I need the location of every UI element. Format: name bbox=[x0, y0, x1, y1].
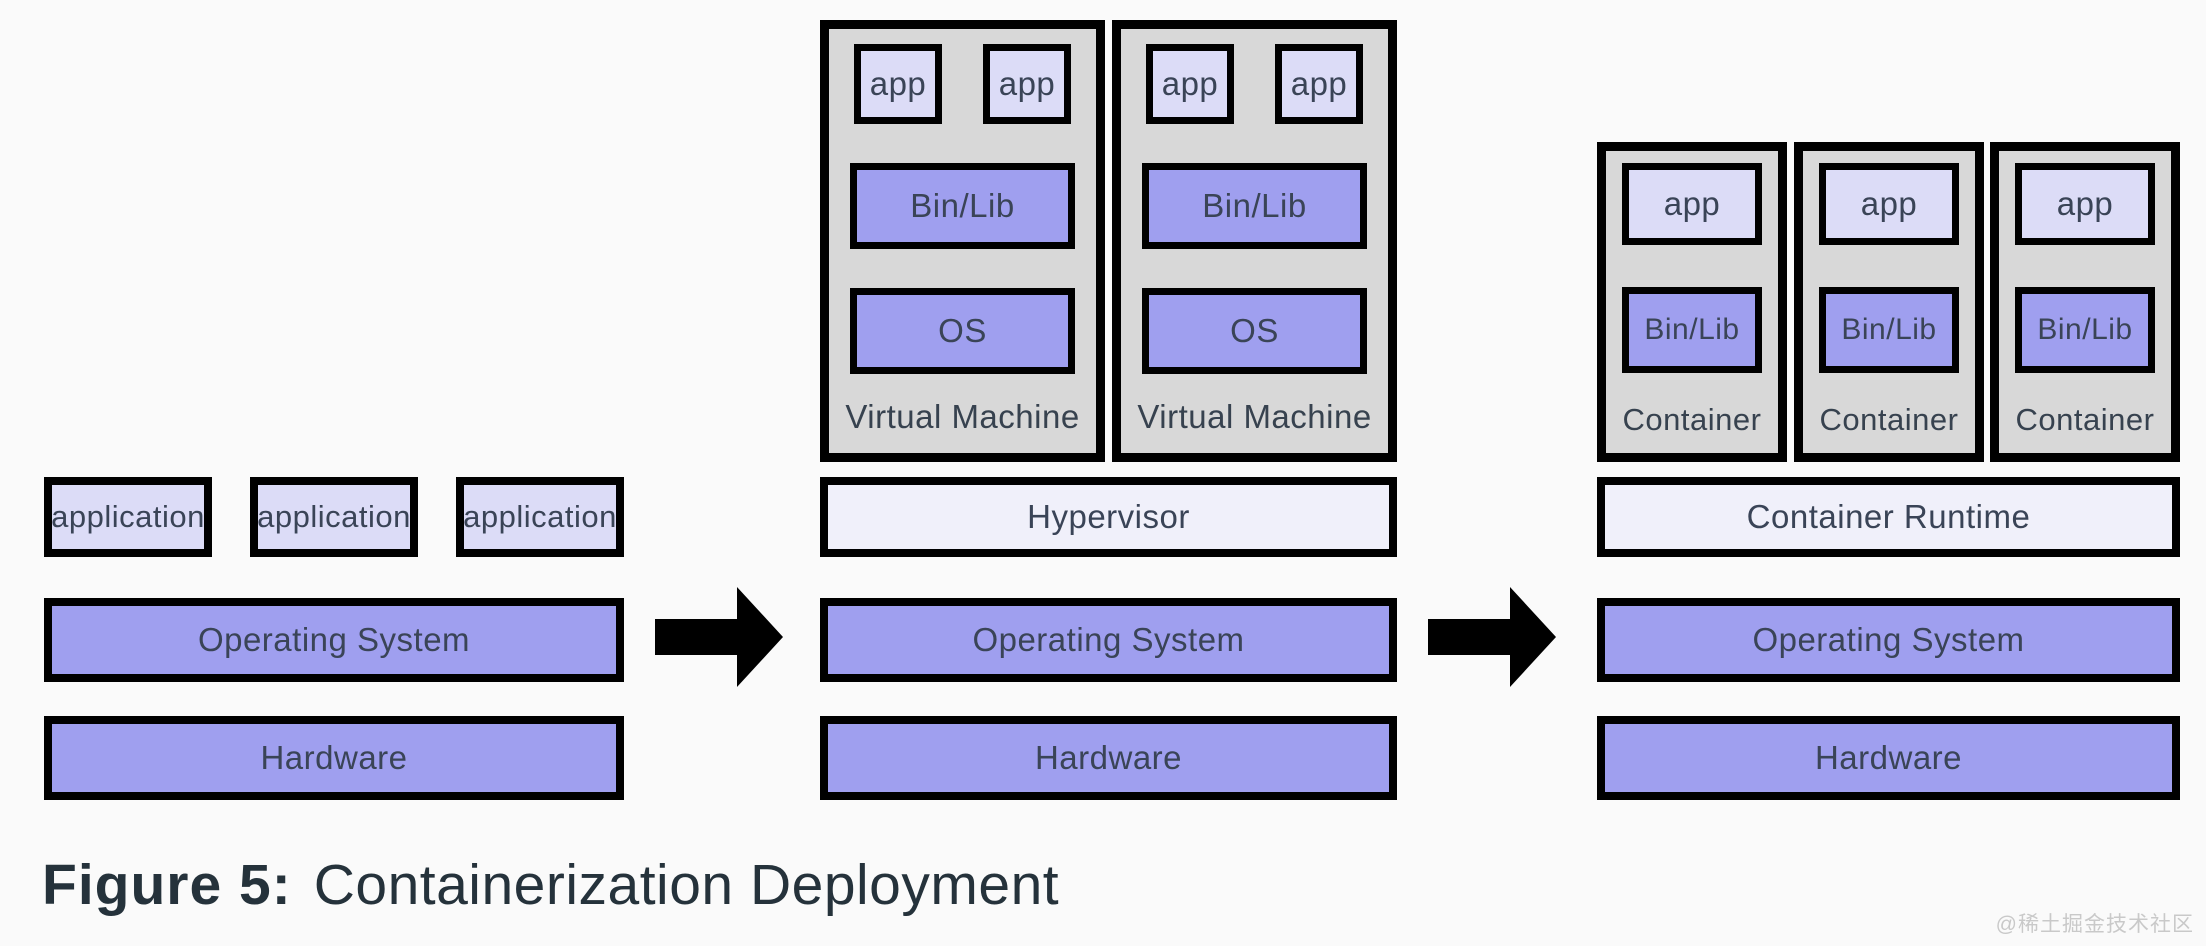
figure-caption-label: Figure 5: bbox=[42, 853, 292, 917]
hardware-bar: Hardware bbox=[44, 716, 624, 800]
binlib-box: Bin/Lib bbox=[850, 163, 1075, 249]
guest-os-box: OS bbox=[850, 288, 1075, 374]
application-box: application bbox=[44, 477, 212, 557]
figure-caption: Figure 5: Containerization Deployment bbox=[42, 852, 1059, 918]
os-bar: Operating System bbox=[1597, 598, 2180, 682]
app-box: app bbox=[854, 44, 942, 124]
app-box: app bbox=[1819, 163, 1959, 245]
binlib-box: Bin/Lib bbox=[1142, 163, 1367, 249]
app-box: app bbox=[2015, 163, 2155, 245]
os-bar: Operating System bbox=[820, 598, 1397, 682]
guest-os-box: OS bbox=[1142, 288, 1367, 374]
hypervisor-bar: Hypervisor bbox=[820, 477, 1397, 557]
application-box: application bbox=[250, 477, 418, 557]
container-runtime-bar: Container Runtime bbox=[1597, 477, 2180, 557]
application-box: application bbox=[456, 477, 624, 557]
figure-caption-title: Containerization Deployment bbox=[313, 853, 1060, 917]
arrow-right-icon bbox=[655, 587, 783, 687]
container-label: Container bbox=[2015, 402, 2155, 437]
container-label: Container bbox=[1622, 402, 1762, 437]
app-box: app bbox=[983, 44, 1071, 124]
app-box: app bbox=[1275, 44, 1363, 124]
arrow-right-icon bbox=[1428, 587, 1556, 687]
container-label: Container bbox=[1819, 402, 1959, 437]
binlib-box: Bin/Lib bbox=[1622, 287, 1762, 373]
app-box: app bbox=[1622, 163, 1762, 245]
hardware-bar: Hardware bbox=[820, 716, 1397, 800]
hardware-bar: Hardware bbox=[1597, 716, 2180, 800]
watermark: @稀土掘金技术社区 bbox=[1995, 913, 2194, 936]
virtual-machine-label: Virtual Machine bbox=[845, 398, 1080, 435]
binlib-box: Bin/Lib bbox=[2015, 287, 2155, 373]
app-box: app bbox=[1146, 44, 1234, 124]
virtual-machine-label: Virtual Machine bbox=[1137, 398, 1372, 435]
os-bar: Operating System bbox=[44, 598, 624, 682]
binlib-box: Bin/Lib bbox=[1819, 287, 1959, 373]
